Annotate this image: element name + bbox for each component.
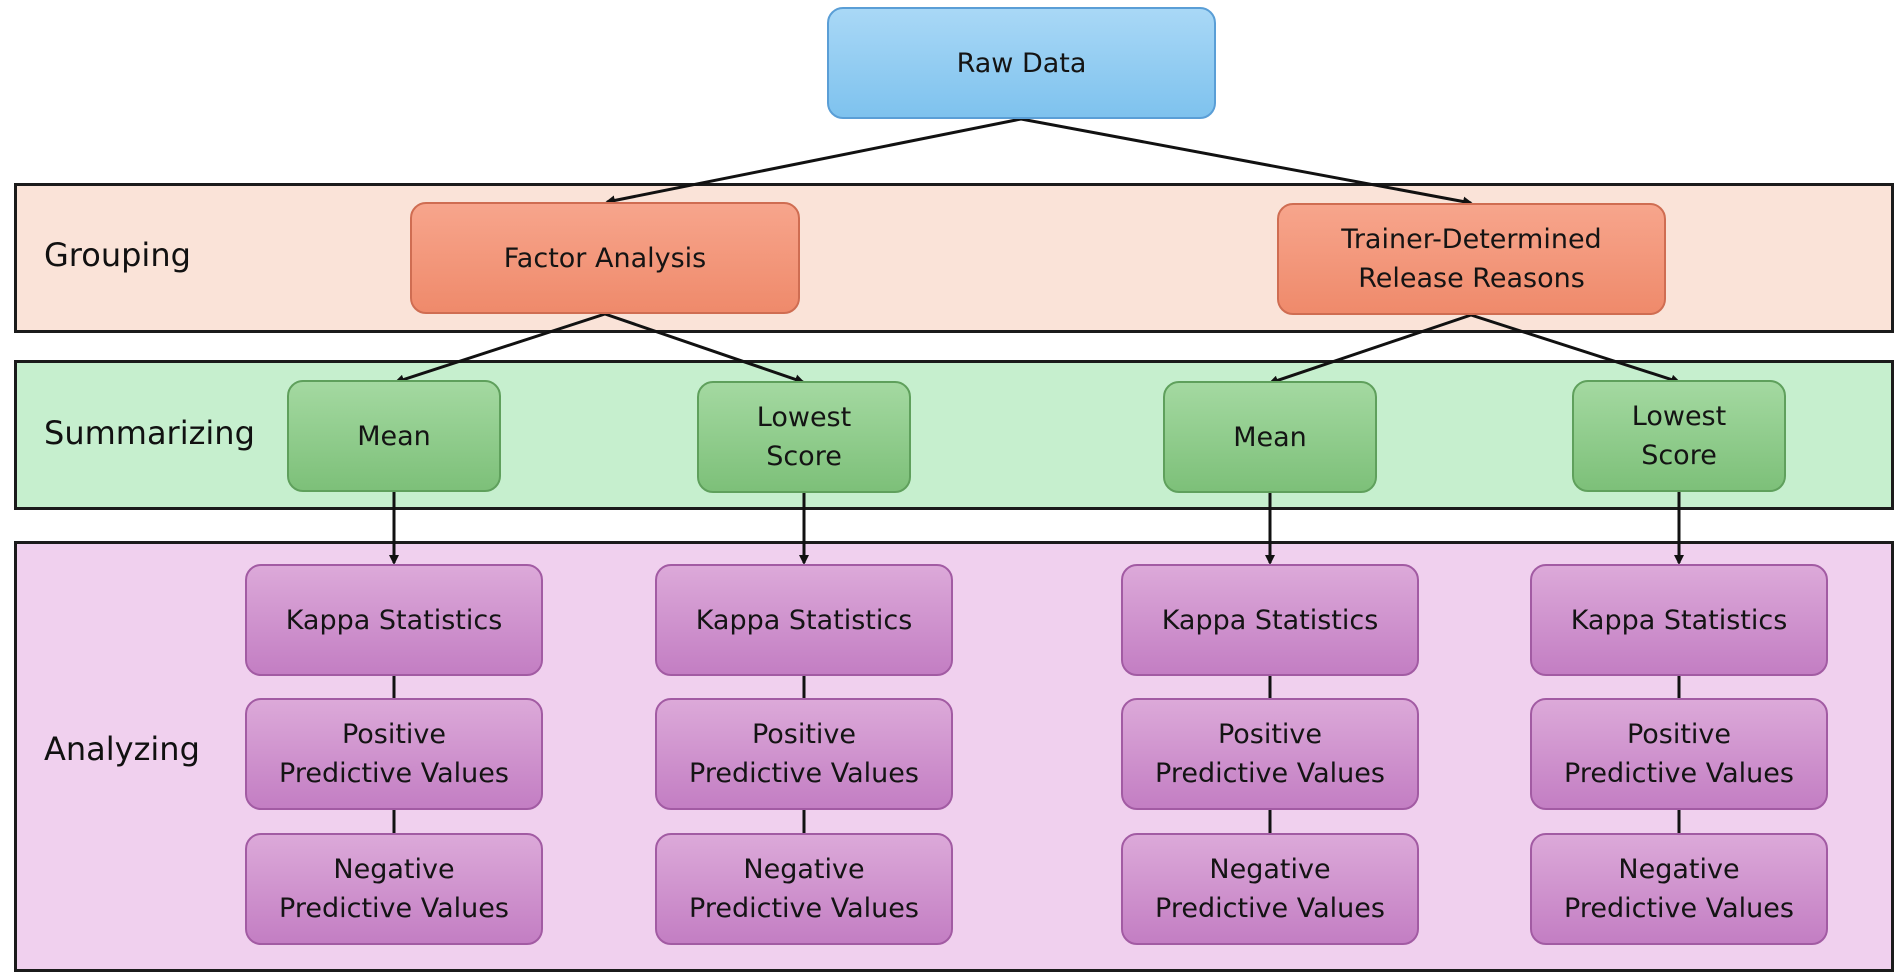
negative-predictive-values-node-1: Negative Predictive Values [245,833,543,945]
grouping-label: Grouping [44,236,191,274]
negative-predictive-values-node-2: Negative Predictive Values [655,833,953,945]
kappa-statistics-label-1: Kappa Statistics [285,604,503,636]
lowest-score-node-2: Lowest Score [1572,380,1786,492]
negative-predictive-values-label-3: Negative Predictive Values [1155,854,1385,924]
mean-label-1: Mean [357,420,431,452]
positive-predictive-values-node-1: Positive Predictive Values [245,698,543,810]
kappa-statistics-node-3: Kappa Statistics [1121,564,1419,676]
mean-label-2: Mean [1233,421,1307,453]
positive-predictive-values-label-3: Positive Predictive Values [1155,719,1385,789]
raw-data-node: Raw Data [827,7,1216,119]
positive-predictive-values-label-2: Positive Predictive Values [689,719,919,789]
positive-predictive-values-node-2: Positive Predictive Values [655,698,953,810]
factor-analysis-node: Factor Analysis [410,202,800,314]
trainer-release-reasons-node: Trainer-Determined Release Reasons [1277,203,1666,315]
negative-predictive-values-label-4: Negative Predictive Values [1564,854,1794,924]
negative-predictive-values-node-3: Negative Predictive Values [1121,833,1419,945]
positive-predictive-values-node-4: Positive Predictive Values [1530,698,1828,810]
negative-predictive-values-label-2: Negative Predictive Values [689,854,919,924]
positive-predictive-values-label-4: Positive Predictive Values [1564,719,1794,789]
kappa-statistics-label-3: Kappa Statistics [1161,604,1379,636]
trainer-release-reasons-label: Trainer-Determined Release Reasons [1341,224,1602,294]
kappa-statistics-node-4: Kappa Statistics [1530,564,1828,676]
kappa-statistics-node-1: Kappa Statistics [245,564,543,676]
kappa-statistics-label-4: Kappa Statistics [1570,604,1788,636]
negative-predictive-values-label-1: Negative Predictive Values [279,854,509,924]
kappa-statistics-node-2: Kappa Statistics [655,564,953,676]
mean-node-2: Mean [1163,381,1377,493]
summarizing-label: Summarizing [44,414,255,452]
lowest-score-node-1: Lowest Score [697,381,911,493]
factor-analysis-label: Factor Analysis [503,242,707,274]
kappa-statistics-label-2: Kappa Statistics [695,604,913,636]
negative-predictive-values-node-4: Negative Predictive Values [1530,833,1828,945]
positive-predictive-values-label-1: Positive Predictive Values [279,719,509,789]
lowest-score-label-2: Lowest Score [1631,401,1727,471]
analyzing-label: Analyzing [44,730,200,768]
positive-predictive-values-node-3: Positive Predictive Values [1121,698,1419,810]
mean-node-1: Mean [287,380,501,492]
lowest-score-label-1: Lowest Score [756,402,852,472]
raw-data-label: Raw Data [956,47,1087,79]
